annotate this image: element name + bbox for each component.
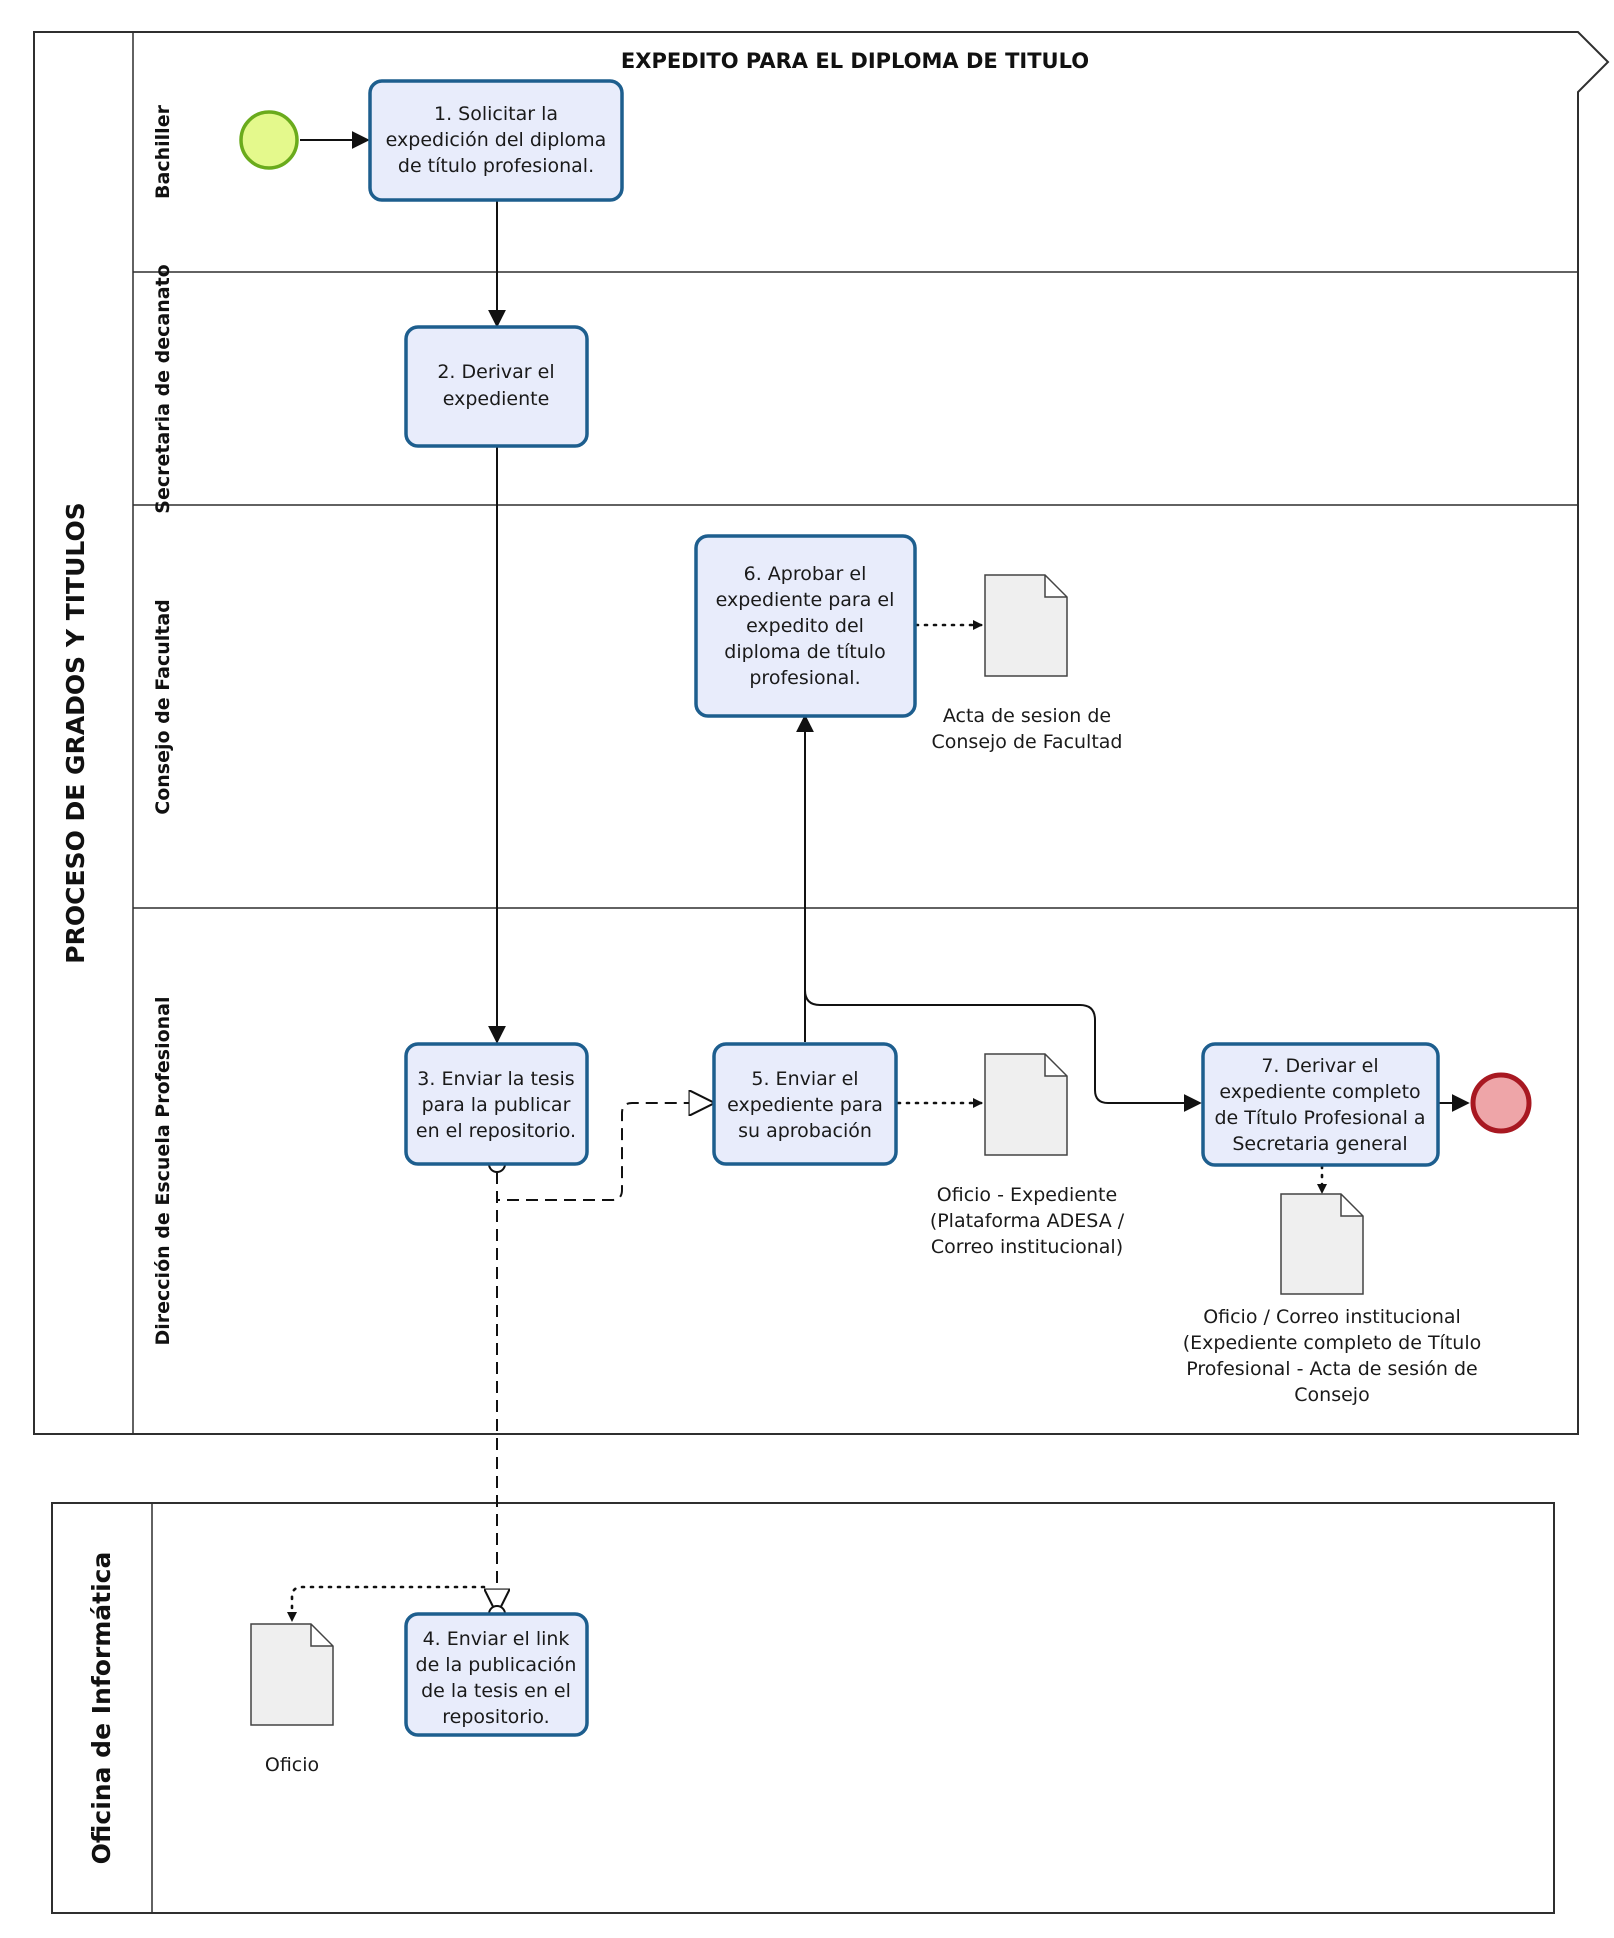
task-7-line-4: Secretaria general — [1232, 1133, 1407, 1155]
document-oficio-correo-line-2: (Expediente completo de Título — [1183, 1332, 1481, 1354]
lane-label-direccion: Dirección de Escuela Profesional — [152, 996, 174, 1345]
task-3-line-1: 3. Enviar la tesis — [417, 1068, 574, 1090]
task-5-line-1: 5. Enviar el — [751, 1068, 858, 1090]
task-6-line-1: 6. Aprobar el — [744, 563, 867, 585]
diagram-title: EXPEDITO PARA EL DIPLOMA DE TITULO — [621, 49, 1089, 73]
document-oficio-expediente[interactable]: Oficio - Expediente (Plataforma ADESA / … — [930, 1053, 1125, 1258]
task-2-derivar-expediente[interactable]: 2. Derivar el expediente — [404, 325, 589, 448]
document-oficio-line-1: Oficio — [265, 1754, 319, 1776]
task-7-line-2: expediente completo — [1219, 1081, 1420, 1103]
pool-main: PROCESO DE GRADOS Y TITULOS — [33, 31, 1610, 1435]
end-event[interactable] — [1470, 1072, 1532, 1134]
task-5-line-3: su aprobación — [738, 1120, 872, 1142]
task-2-line-1: 2. Derivar el — [437, 361, 554, 383]
document-oficio[interactable]: Oficio — [250, 1623, 334, 1776]
document-oficio-correo-line-4: Consejo — [1294, 1384, 1369, 1406]
pool-main-label: PROCESO DE GRADOS Y TITULOS — [61, 502, 90, 963]
document-oficio-expediente-line-3: Correo institucional) — [931, 1236, 1123, 1258]
document-acta-line-2: Consejo de Facultad — [931, 731, 1122, 753]
task-6-line-4: diploma de título — [724, 641, 885, 663]
task-5-line-2: expediente para — [727, 1094, 883, 1116]
lane-label-bachiller: Bachiller — [152, 104, 174, 199]
task-3-enviar-tesis[interactable]: 3. Enviar la tesis para la publicar en e… — [404, 1042, 589, 1166]
flow-t6-to-t7 — [804, 989, 1202, 1112]
document-oficio-expediente-line-1: Oficio - Expediente — [937, 1184, 1117, 1206]
message-t3-to-t5 — [496, 1103, 712, 1201]
task-1-line-2: expedición del diploma — [386, 129, 607, 151]
task-4-line-3: de la tesis en el — [421, 1680, 571, 1702]
start-event[interactable] — [239, 110, 299, 170]
lane-label-consejo: Consejo de Facultad — [152, 599, 174, 815]
task-3-line-3: en el repositorio. — [416, 1120, 576, 1142]
document-icon — [984, 1053, 1068, 1156]
document-icon — [1280, 1193, 1364, 1295]
task-4-line-4: repositorio. — [442, 1706, 549, 1728]
task-6-line-5: profesional. — [749, 667, 860, 689]
task-7-line-3: de Título Profesional a — [1214, 1107, 1425, 1129]
task-3-line-2: para la publicar — [422, 1094, 571, 1116]
task-6-line-2: expediente para el — [716, 589, 895, 611]
document-oficio-correo[interactable]: Oficio / Correo institucional (Expedient… — [1183, 1193, 1481, 1406]
task-4-enviar-link[interactable]: 4. Enviar el link de la publicación de l… — [404, 1612, 589, 1737]
assoc-t4-oficio — [287, 1585, 486, 1623]
document-icon — [984, 574, 1068, 677]
document-oficio-expediente-line-2: (Plataforma ADESA / — [930, 1210, 1125, 1232]
task-1-line-3: de título profesional. — [398, 155, 594, 177]
document-acta-line-1: Acta de sesion de — [943, 705, 1111, 727]
document-icon — [250, 1623, 334, 1726]
task-6-line-3: expedito del — [746, 615, 864, 637]
document-acta[interactable]: Acta de sesion de Consejo de Facultad — [931, 574, 1123, 753]
lane-label-secretaria: Secretaria de decanato — [152, 264, 174, 513]
task-1-solicitar-expedicion[interactable]: 1. Solicitar la expedición del diploma d… — [368, 79, 624, 202]
document-oficio-correo-line-1: Oficio / Correo institucional — [1203, 1306, 1461, 1328]
task-7-derivar-expediente-completo[interactable]: 7. Derivar el expediente completo de Tít… — [1201, 1042, 1440, 1167]
task-1-line-1: 1. Solicitar la — [434, 103, 558, 125]
pool-oficina-label: Oficina de Informática — [87, 1552, 116, 1865]
task-6-aprobar-expediente[interactable]: 6. Aprobar el expediente para el expedit… — [694, 534, 917, 718]
task-4-line-2: de la publicación — [416, 1654, 577, 1676]
task-7-line-1: 7. Derivar el — [1261, 1055, 1378, 1077]
task-5-enviar-expediente[interactable]: 5. Enviar el expediente para su aprobaci… — [712, 1042, 898, 1166]
document-oficio-correo-line-3: Profesional - Acta de sesión de — [1186, 1358, 1477, 1380]
task-2-line-2: expediente — [443, 388, 550, 410]
task-4-line-1: 4. Enviar el link — [423, 1628, 570, 1650]
